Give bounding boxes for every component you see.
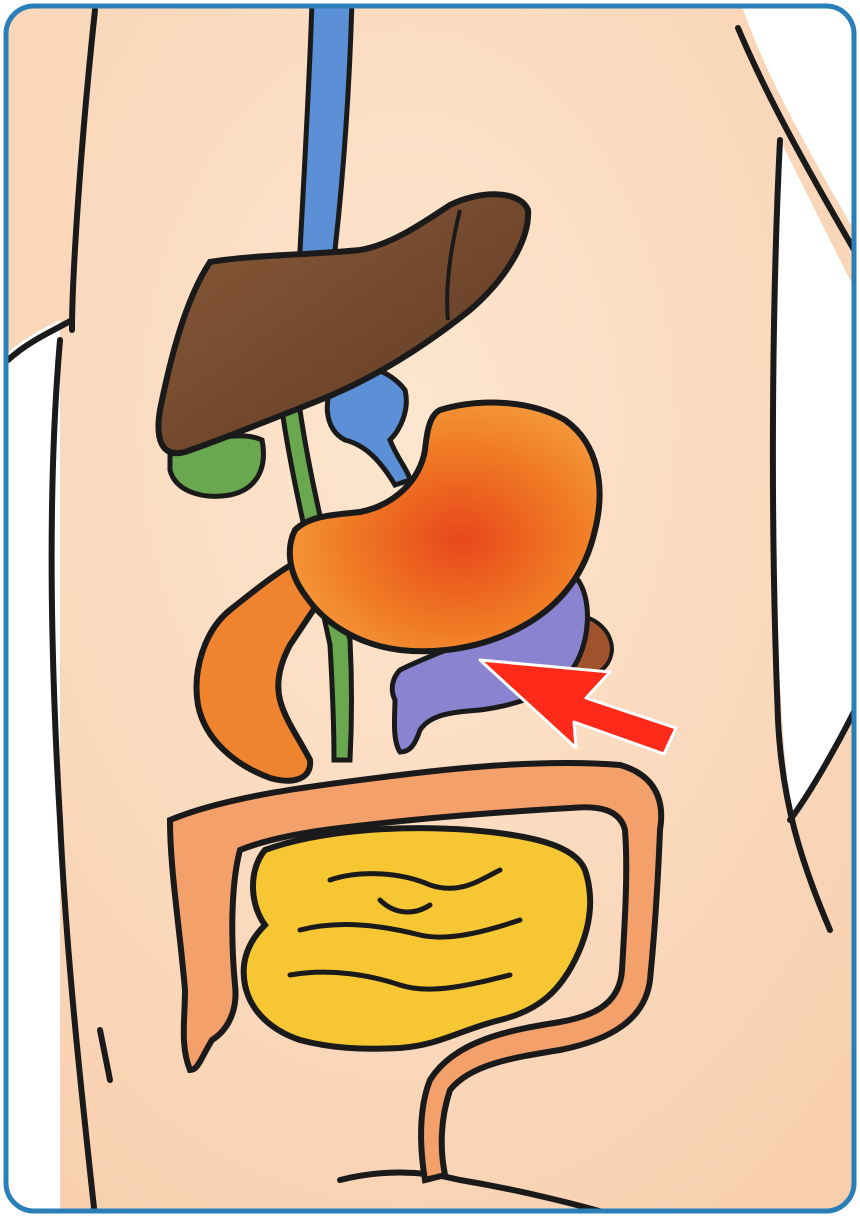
diagram-frame bbox=[0, 0, 860, 1217]
digestive-system-illustration bbox=[0, 0, 860, 1217]
